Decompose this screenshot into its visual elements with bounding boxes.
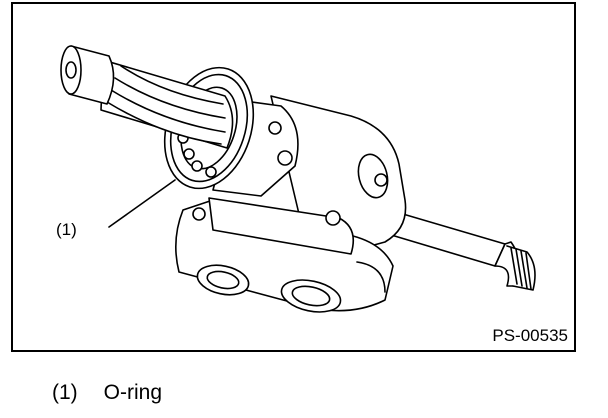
figure-frame: PS-00535 (11, 2, 576, 352)
figure-id-code: PS-00535 (492, 326, 568, 345)
pinion-shaft (60, 45, 234, 149)
steering-gearbox-illustration (60, 45, 536, 313)
callout-number-1: (1) (56, 220, 77, 239)
callout-leader-line (108, 179, 176, 228)
valve-block (175, 197, 394, 313)
legend: (1) O-ring (52, 381, 162, 405)
legend-number: (1) (52, 381, 78, 404)
legend-label: O-ring (103, 381, 163, 404)
